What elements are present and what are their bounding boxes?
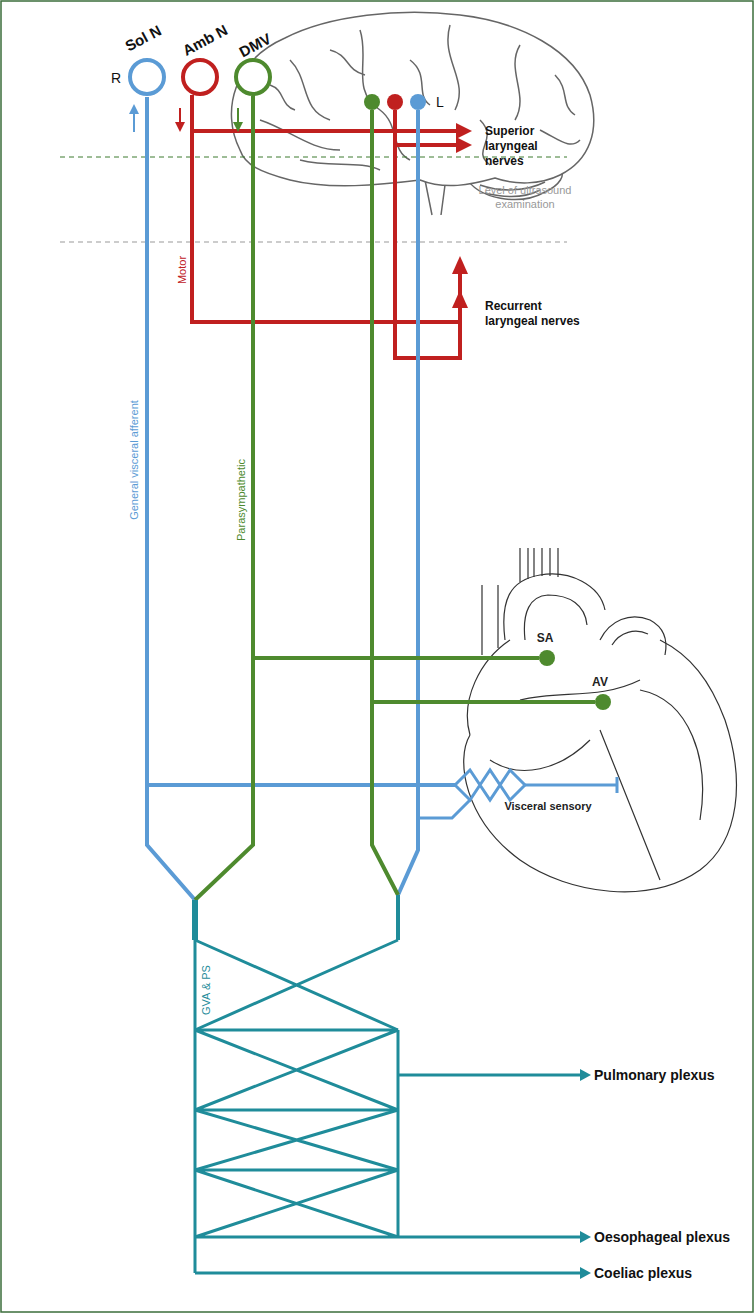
heart-outline	[467, 640, 510, 735]
arrow-head	[175, 122, 185, 132]
branch-end	[580, 1069, 591, 1081]
branch-end	[580, 1231, 591, 1243]
level-line	[60, 242, 567, 243]
nucleus-dot	[410, 94, 426, 110]
branch-ends	[580, 1069, 591, 1279]
pathway-label: General visceral afferent	[128, 400, 140, 520]
plexus-label: Pulmonary plexus	[594, 1066, 715, 1084]
afferent-branch	[418, 800, 470, 818]
trunk-right	[192, 900, 198, 940]
plexus-label: Coeliac plexus	[594, 1264, 692, 1282]
nucleus-dot	[364, 94, 380, 110]
parasympathetic-left	[372, 110, 398, 895]
pulmonary-trunk	[600, 617, 666, 655]
pathway-label: Motor	[176, 256, 188, 284]
pathway-label: Visceral sensory	[504, 800, 591, 812]
nerve-label: Superior laryngeal nerves	[485, 124, 549, 169]
nerve-connector	[253, 96, 539, 658]
direction-arrow	[237, 108, 239, 124]
arrow-head	[456, 137, 472, 153]
brain-illustration	[231, 12, 593, 215]
level-note: Level of ultrasound examination	[470, 183, 580, 211]
pathway-label: Parasympathetic	[235, 459, 247, 541]
node-label: AV	[592, 675, 608, 689]
arrow-head	[233, 122, 243, 132]
afferent-pathway	[134, 97, 617, 900]
node-label: Sol N	[122, 21, 164, 54]
side-marker: R	[111, 70, 121, 86]
plexus-box	[195, 1170, 398, 1237]
vagal-trunks	[195, 895, 582, 1273]
nucleus-dot	[387, 94, 403, 110]
arrow-head	[452, 290, 468, 308]
arrow-head	[456, 123, 472, 139]
plexus-branch	[195, 1075, 582, 1273]
av-branch	[372, 700, 595, 704]
node-dot: AV	[595, 694, 611, 710]
plexus-box	[195, 1030, 398, 1110]
direction-arrow	[133, 112, 135, 132]
nucleus-circle: Sol N	[128, 58, 166, 96]
vena-cava	[482, 585, 498, 655]
receptor-end	[616, 777, 619, 793]
afferent-crossing	[455, 770, 525, 800]
aorta	[504, 574, 605, 640]
nerve-label: Recurrent laryngeal nerves	[485, 299, 589, 329]
side-marker: L	[436, 94, 444, 110]
arrow-heads	[175, 122, 472, 308]
plexus-label: Oesophageal plexus	[594, 1228, 730, 1246]
heart-outline	[464, 640, 737, 892]
arch-vessels	[520, 548, 558, 582]
parasympathetic-right	[195, 97, 253, 900]
node-label: SA	[537, 631, 554, 645]
direction-arrow	[179, 108, 181, 124]
heart-illustration	[464, 548, 737, 892]
afferent-right	[147, 97, 195, 900]
trunk-crossing	[195, 940, 398, 1030]
trunk-crossing	[195, 1110, 398, 1170]
node-dot: SA	[539, 650, 555, 666]
nucleus-circle: DMV	[234, 58, 272, 96]
node-label: Amb N	[180, 21, 231, 59]
branch-end	[580, 1267, 591, 1279]
trunk-left	[396, 895, 400, 940]
superior-nerve-left	[395, 143, 458, 147]
trunk-sides	[195, 940, 398, 1273]
arrow-head	[129, 104, 139, 114]
parasympathetic-pathway	[195, 97, 595, 900]
recurrent-nerve-left	[395, 110, 460, 358]
afferent-branch	[147, 783, 455, 787]
nucleus-circle: Amb N	[181, 58, 219, 96]
afferent-branch	[525, 784, 617, 787]
pathway-label: GVA & PS	[200, 965, 212, 1015]
cerebrum	[231, 12, 593, 185]
afferent-left	[398, 110, 418, 895]
arrow-head	[452, 256, 468, 274]
